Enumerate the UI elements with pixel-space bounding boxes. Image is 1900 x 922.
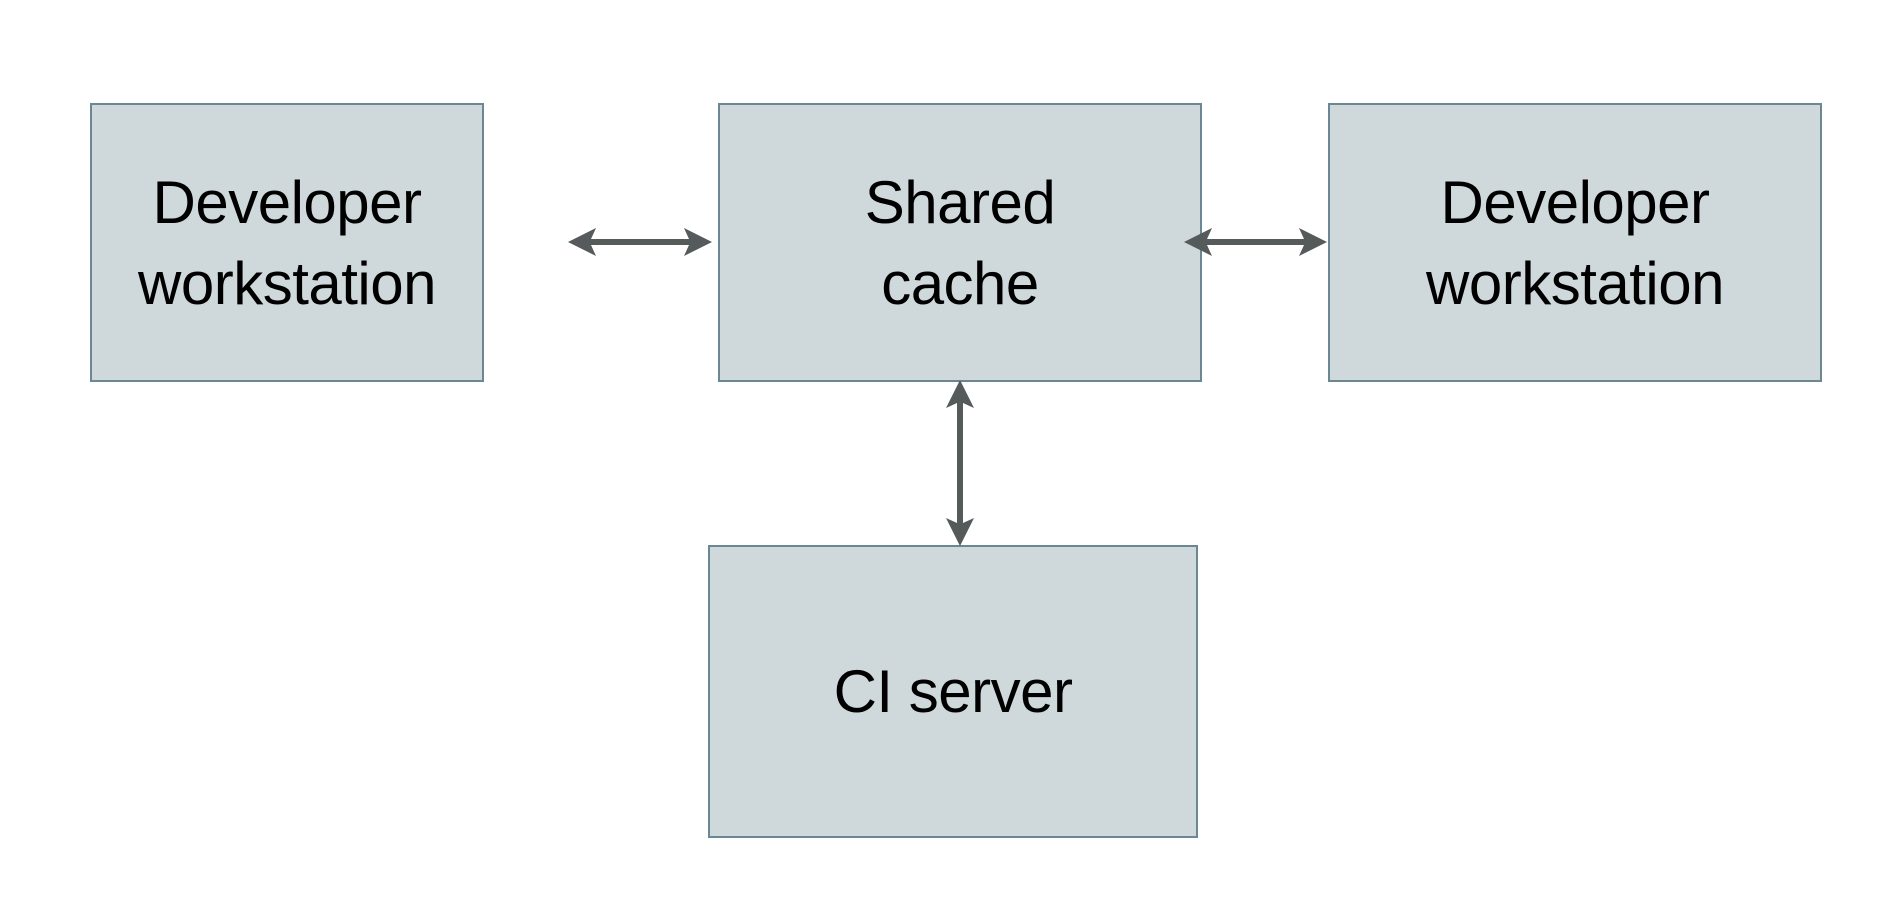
edge-developer-left-to-shared-cache[interactable] [560,212,720,272]
edge-shared-cache-to-developer-right[interactable] [1178,212,1333,272]
double-arrow-icon [1184,228,1327,256]
node-developer-workstation-right[interactable]: Developer workstation [1328,103,1822,382]
node-label: CI server [833,658,1073,725]
node-label: Developer workstation [1426,168,1724,317]
double-arrow-icon [568,228,712,256]
node-developer-workstation-left[interactable]: Developer workstation [90,103,484,382]
node-label: Developer workstation [138,168,436,317]
edge-shared-cache-to-ci-server[interactable] [930,376,990,551]
node-ci-server[interactable]: CI server [708,545,1198,838]
node-shared-cache[interactable]: Shared cache [718,103,1202,382]
node-label: Shared cache [864,168,1056,317]
double-arrow-icon [946,380,974,546]
